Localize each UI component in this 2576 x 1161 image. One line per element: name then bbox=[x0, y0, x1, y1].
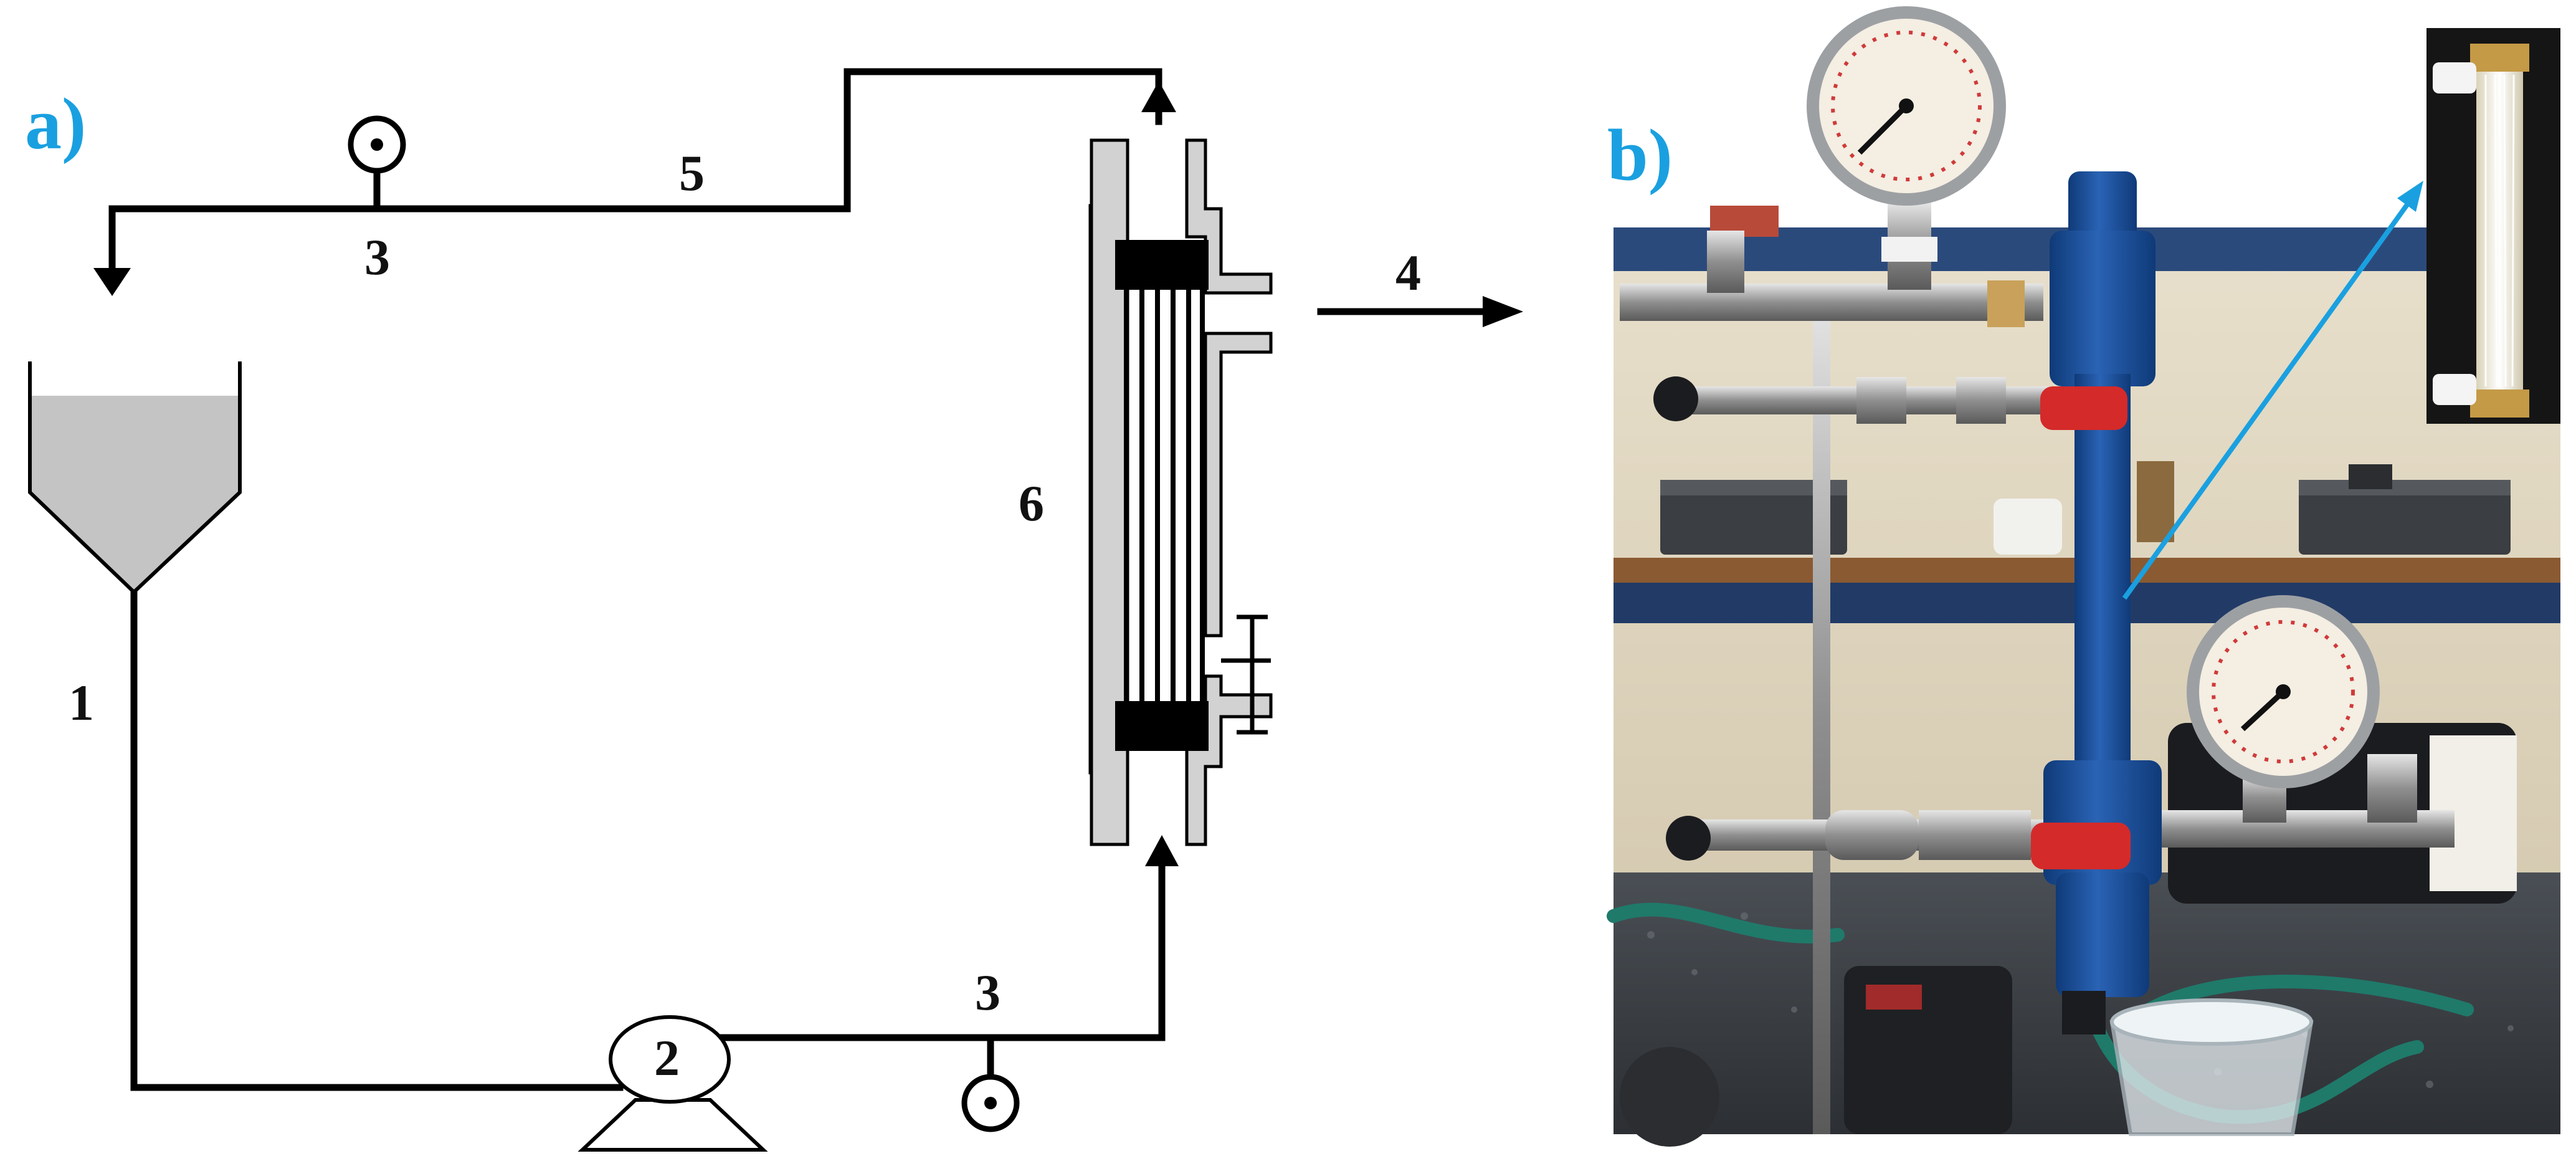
pressure-gauge-top bbox=[348, 115, 406, 174]
process-schematic: 1 2 3 3 4 5 6 bbox=[28, 68, 1523, 1152]
collection-beaker bbox=[2109, 998, 2314, 1136]
upper-steel-pipe bbox=[1620, 203, 2043, 327]
blue-pvc-column bbox=[2043, 171, 2162, 1034]
module-side-valve bbox=[1221, 614, 1271, 735]
upper-pressure-gauge bbox=[1807, 6, 2006, 206]
module-outlet-arrow-head bbox=[1141, 81, 1176, 112]
red-fittings bbox=[2031, 386, 2131, 869]
inset-pointer-arrow bbox=[2122, 181, 2423, 600]
permeate-arrow-head bbox=[1483, 296, 1523, 327]
support-stand bbox=[1813, 293, 1830, 1134]
label-membrane-module: 6 bbox=[1019, 475, 1044, 532]
return-arrow-head bbox=[93, 268, 131, 296]
lower-needle-valve bbox=[1666, 754, 2455, 861]
lower-pressure-gauge bbox=[2187, 595, 2380, 788]
membrane-module bbox=[1088, 138, 1273, 846]
pump bbox=[577, 1015, 768, 1152]
label-pump: 2 bbox=[654, 1030, 680, 1086]
membrane-module-inset bbox=[2426, 28, 2560, 424]
label-feed-line: 1 bbox=[69, 674, 94, 731]
label-gauge-top: 3 bbox=[364, 229, 390, 285]
flow-arrows bbox=[93, 81, 1523, 866]
pipe-network bbox=[108, 68, 1486, 1091]
label-return-line: 5 bbox=[679, 145, 705, 201]
hollow-fibers bbox=[1124, 290, 1205, 701]
feed-tank bbox=[28, 361, 242, 595]
pressure-gauge-bottom bbox=[961, 1074, 1020, 1132]
module-inlet-arrow-head bbox=[1145, 835, 1179, 866]
upper-needle-valve bbox=[1653, 376, 2068, 424]
panel-label-a: a) bbox=[25, 83, 87, 165]
label-permeate: 4 bbox=[1395, 244, 1421, 301]
label-gauge-bottom: 3 bbox=[975, 964, 1000, 1021]
panel-label-b: b) bbox=[1607, 114, 1673, 196]
